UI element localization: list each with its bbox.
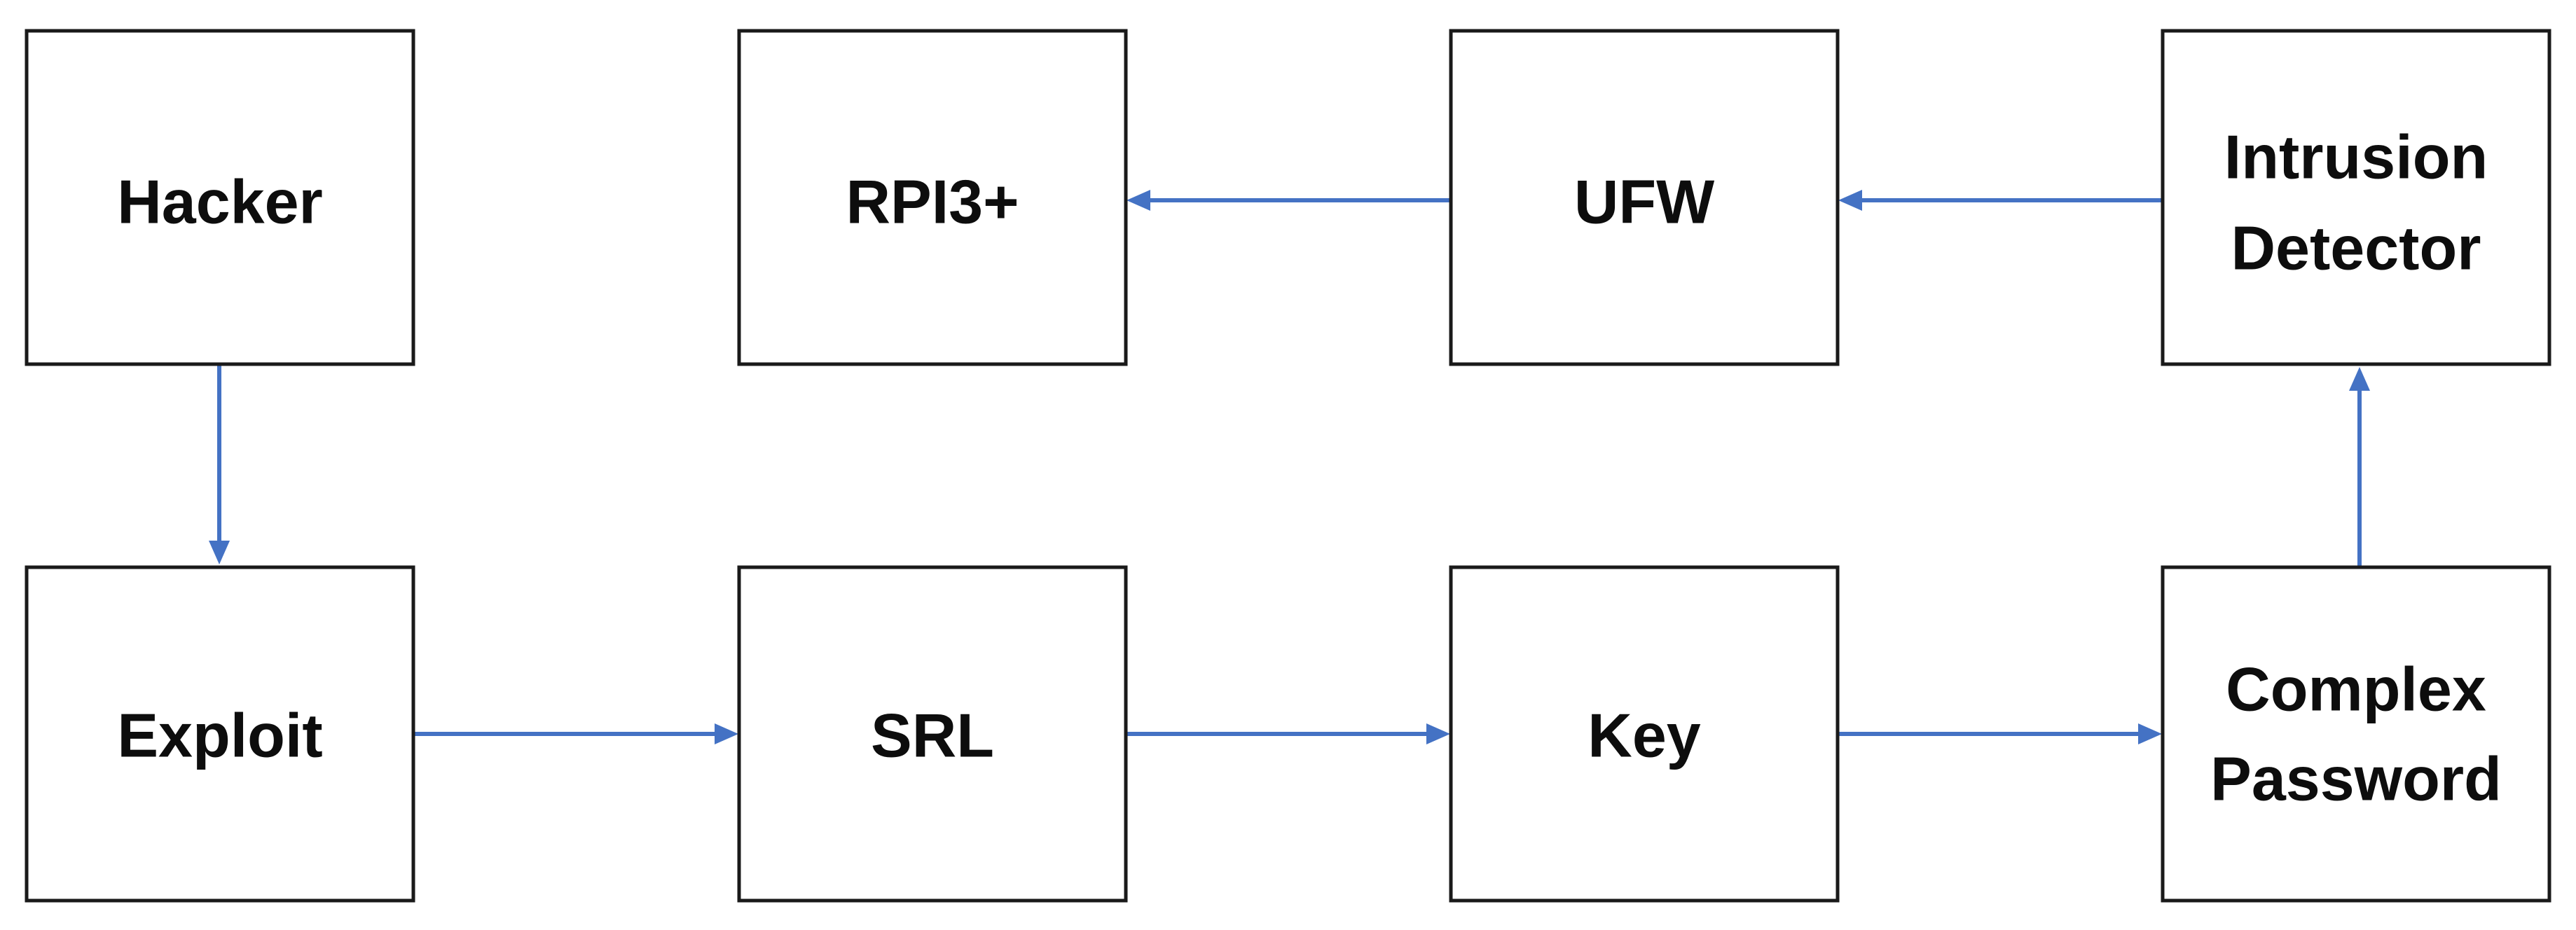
node-ufw: UFW (1449, 29, 1840, 366)
node-label-ufw: UFW (1574, 167, 1714, 237)
node-label-intrusion: Intrusion (2224, 123, 2488, 192)
edge-srl-to-key (1127, 723, 1450, 744)
node-srl: SRL (737, 565, 1128, 903)
node-hacker: Hacker (25, 29, 415, 366)
node-label-detector: Detector (2231, 214, 2481, 283)
node-label-hacker: Hacker (117, 167, 323, 237)
node-label-key: Key (1587, 701, 1700, 770)
node-label-srl: SRL (871, 701, 994, 770)
edge-intrusion-detector-to-ufw (1838, 190, 2162, 211)
node-label-rpi: RPI3+ (846, 167, 1019, 237)
edge-key-to-complex-password (1838, 723, 2162, 744)
node-label-password: Password (2210, 744, 2502, 814)
node-key: Key (1449, 565, 1840, 903)
node-label-complex: Complex (2226, 655, 2486, 724)
node-intrusion-detector: Intrusion Detector (2161, 29, 2551, 366)
edge-complex-password-to-intrusion-detector (2349, 367, 2370, 567)
node-rpi: RPI3+ (737, 29, 1128, 366)
node-complex-password: Complex Password (2161, 565, 2551, 903)
node-exploit: Exploit (25, 565, 415, 903)
node-label-exploit: Exploit (117, 701, 322, 770)
edges (209, 190, 2370, 744)
edge-ufw-to-rpi (1127, 190, 1450, 211)
edge-hacker-to-exploit (209, 364, 230, 564)
edge-exploit-to-srl (415, 723, 738, 744)
